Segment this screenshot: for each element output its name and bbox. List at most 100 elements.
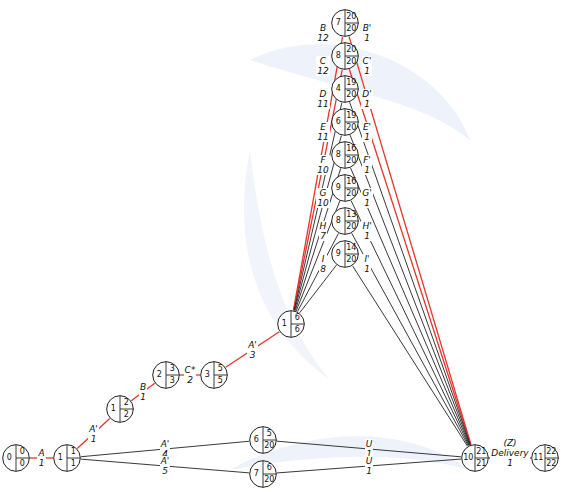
activity-label: C 12 <box>316 56 329 76</box>
earliest-time: 6 <box>267 464 272 472</box>
event-number: 11 <box>533 454 543 462</box>
latest-time: 20 <box>346 256 356 264</box>
earliest-time: 1 <box>71 448 76 456</box>
latest-time: 20 <box>346 190 356 198</box>
activity-arrow <box>226 332 280 368</box>
event-circle: 4 19 20 <box>331 75 359 103</box>
event-circle: 102121 <box>461 444 489 472</box>
activity-label: C' 1 <box>362 56 373 76</box>
earliest-time: 19 <box>346 112 356 120</box>
latest-time: 20 <box>346 157 356 165</box>
event-number: 4 <box>336 85 341 93</box>
latest-time: 22 <box>546 460 556 468</box>
earliest-time: 16 <box>346 145 356 153</box>
event-number: 8 <box>336 52 341 60</box>
earliest-time: 19 <box>346 79 356 87</box>
activity-label: H 7 <box>319 221 328 241</box>
earliest-time: 0 <box>20 448 25 456</box>
latest-time: 21 <box>476 460 486 468</box>
activity-label: A' 1 <box>88 424 99 444</box>
circle-outline <box>152 361 180 389</box>
activity-label: D' 1 <box>361 89 372 109</box>
activity-label: (Z) Delivery 1 <box>490 438 529 468</box>
latest-time: 20 <box>264 442 274 450</box>
watermark-shape <box>244 150 330 380</box>
latest-time: 0 <box>20 460 25 468</box>
activity-arrow <box>351 168 470 445</box>
earliest-time: 5 <box>218 365 223 373</box>
activity-label: A 1 <box>37 448 45 468</box>
event-number: 6 <box>254 436 259 444</box>
event-circle: 23 3 <box>152 361 180 389</box>
circle-outline <box>53 444 81 472</box>
earliest-time: 3 <box>170 365 175 373</box>
activity-label: F 10 <box>316 155 329 175</box>
event-circle: 111 <box>53 444 81 472</box>
activity-label: C* 2 <box>184 365 197 385</box>
activity-label: H' 1 <box>361 221 372 241</box>
activity-label: F' 1 <box>362 155 372 175</box>
latest-time: 20 <box>346 223 356 231</box>
activity-arrow <box>77 419 109 449</box>
earliest-time: 20 <box>346 46 356 54</box>
event-number: 7 <box>336 19 341 27</box>
latest-time: 1 <box>71 460 76 468</box>
activity-label: A' 3 <box>247 340 258 360</box>
event-number: 9 <box>336 250 341 258</box>
latest-time: 6 <box>295 326 300 334</box>
latest-time: 20 <box>346 58 356 66</box>
activity-label: I 8 <box>319 254 327 274</box>
activity-arrow <box>349 69 470 444</box>
circle-outline <box>277 310 305 338</box>
latest-time: 20 <box>346 124 356 132</box>
event-circle: 9 14 20 <box>331 240 359 268</box>
earliest-time: 5 <box>267 430 272 438</box>
latest-time: 3 <box>170 377 175 385</box>
earliest-time: 21 <box>476 448 486 456</box>
event-number: 9 <box>336 184 341 192</box>
activity-arrow <box>353 266 468 446</box>
activity-label: B' 1 <box>362 23 373 43</box>
activity-label: G 10 <box>316 188 329 208</box>
activity-arrow <box>300 265 337 313</box>
event-circle: 1122 22 <box>531 444 559 472</box>
earliest-time: 14 <box>346 244 356 252</box>
activity-label: E 11 <box>316 122 329 142</box>
earliest-time: 22 <box>546 448 556 456</box>
earliest-time: 16 <box>346 178 356 186</box>
activity-arrow <box>293 37 342 310</box>
event-number: 1 <box>58 454 63 462</box>
activity-label: G' 1 <box>361 188 372 208</box>
earliest-time: 13 <box>346 211 356 219</box>
latest-time: 20 <box>264 476 274 484</box>
activity-arrow <box>294 103 342 311</box>
latest-time: 2 <box>124 411 129 419</box>
event-number: 2 <box>157 371 162 379</box>
activity-label: A' 5 <box>160 456 171 476</box>
latest-time: 5 <box>218 377 223 385</box>
activity-arrow <box>351 201 469 446</box>
activity-label: B 12 <box>316 23 329 43</box>
activity-label: E' 1 <box>362 122 372 142</box>
activity-arrow <box>298 233 339 311</box>
watermark-shape <box>250 44 470 140</box>
earliest-time: 6 <box>295 314 300 322</box>
event-circle: 72020 <box>331 9 359 37</box>
latest-time: 20 <box>346 25 356 33</box>
event-circle: 166 <box>277 310 305 338</box>
event-circle: 9 16 20 <box>331 174 359 202</box>
circle-outline <box>200 361 228 389</box>
event-circle: 6 19 20 <box>331 108 359 136</box>
event-circle: 8 20 20 <box>331 42 359 70</box>
event-circle: 122 <box>106 395 134 423</box>
activity-label: U 1 <box>365 456 374 476</box>
activity-arrow <box>350 102 471 445</box>
event-number: 6 <box>336 118 341 126</box>
latest-time: 20 <box>346 91 356 99</box>
circle-outline <box>106 395 134 423</box>
event-number: 3 <box>205 371 210 379</box>
event-circle: 65 20 <box>249 426 277 454</box>
activity-label: D 11 <box>316 89 329 109</box>
